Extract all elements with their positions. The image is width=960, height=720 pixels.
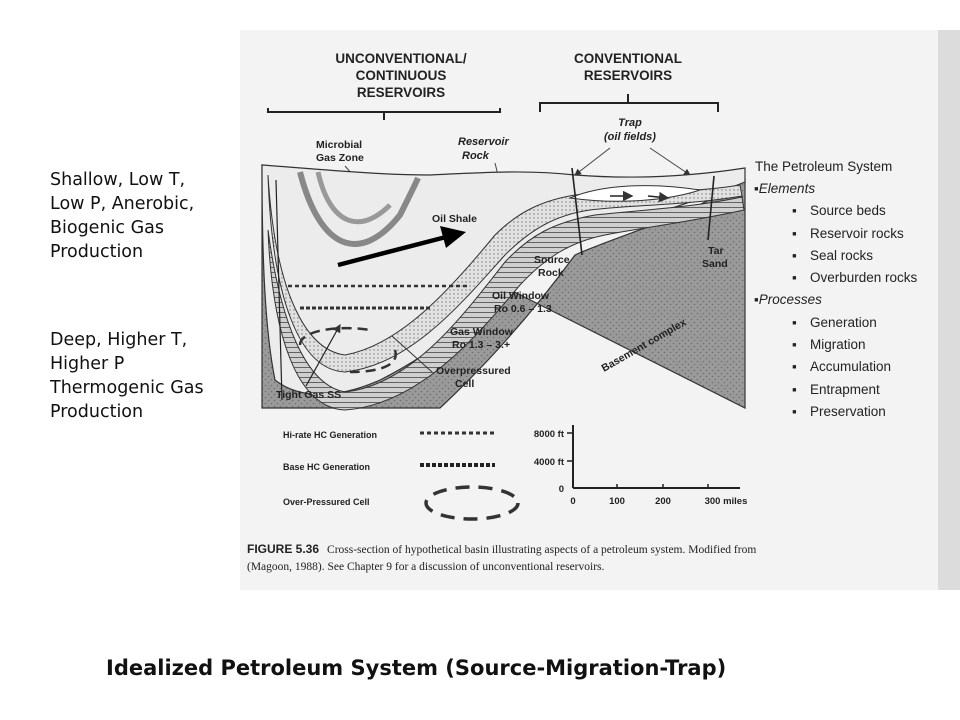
- trap-arrow: [649, 147, 691, 176]
- overpressured-cell-outline: [298, 326, 397, 374]
- depth-tick: 4000 ft: [534, 457, 565, 468]
- overpressured-pointer: [391, 335, 433, 373]
- legend-label: Hi-rate HC Generation: [283, 430, 377, 440]
- list-item: Overburden rocks: [810, 270, 918, 285]
- list-bullet-icon: ▪: [792, 359, 797, 374]
- gas-window-label: Gas Window: [450, 326, 514, 338]
- note-line: Biogenic Gas: [50, 218, 164, 238]
- reservoir-rock-label: Rock: [462, 150, 490, 162]
- trap-label: (oil fields): [604, 131, 656, 143]
- note-line: Thermogenic Gas: [50, 378, 204, 398]
- tar-sand-label: Sand: [702, 258, 728, 270]
- list-bullet-icon: ▪: [792, 315, 797, 330]
- overpressured-label: Overpressured: [436, 365, 511, 377]
- tight-gas-arrow: [305, 323, 341, 387]
- page-caption: Idealized Petroleum System (Source-Migra…: [106, 656, 727, 680]
- heading-line: UNCONVENTIONAL/: [335, 51, 466, 66]
- list-bullet-icon: ▪: [792, 203, 797, 218]
- heading-line: CONVENTIONAL: [574, 51, 682, 66]
- heading-line: RESERVOIRS: [357, 85, 445, 100]
- tight-gas-label: Tight Gas SS: [276, 389, 341, 401]
- tar-sand-label: Tar: [708, 245, 724, 257]
- list-item: Reservoir rocks: [810, 226, 904, 241]
- distance-tick: 300 miles: [705, 496, 748, 507]
- oil-shale-pointer-arrow: [337, 226, 466, 268]
- fault-line: [275, 179, 283, 401]
- reservoir-band: [267, 174, 743, 373]
- depth-tick: 8000 ft: [534, 429, 565, 440]
- list-item: Generation: [810, 315, 877, 330]
- list-item: Source beds: [810, 203, 886, 218]
- list-bullet-icon: ▪: [792, 337, 797, 352]
- gas-window-label: Ro 1.3 – 3.+: [452, 339, 510, 351]
- legend-label: Over-Pressured Cell: [283, 497, 370, 507]
- list-bullet-icon: ▪: [792, 382, 797, 397]
- processes-heading: ▪Processes: [754, 292, 822, 307]
- fault-line: [707, 175, 715, 241]
- note-line: Production: [50, 242, 144, 262]
- source-rock-band: [267, 196, 745, 411]
- source-rock-label: Source: [534, 254, 570, 266]
- list-item: Migration: [810, 337, 866, 352]
- petroleum-system-title: The Petroleum System: [755, 159, 892, 174]
- fault-line: [571, 167, 583, 256]
- microbial-label: Microbial: [316, 139, 362, 151]
- processes-list: ▪ Generation ▪ Migration ▪ Accumulation ▪ En…: [792, 315, 891, 419]
- legend-swatch-overpressured: [424, 485, 520, 521]
- overpressured-label: Cell: [455, 378, 474, 390]
- unconventional-bracket: [267, 108, 501, 120]
- basin-cross-section: [261, 164, 746, 411]
- oil-shale-label: Oil Shale: [432, 213, 477, 225]
- trap-label: Trap: [618, 117, 642, 129]
- scan-edge: [938, 30, 960, 590]
- list-bullet-icon: ▪: [792, 404, 797, 419]
- elements-heading: ▪Elements: [754, 181, 815, 196]
- elements-list: ▪ Source beds ▪ Reservoir rocks ▪ Seal rock…: [792, 203, 918, 285]
- oil-window-label: Oil Window: [492, 290, 550, 302]
- deep-zone-note: Deep, Higher T, Higher P Thermogenic Gas…: [50, 328, 204, 424]
- list-item: Accumulation: [810, 359, 891, 374]
- distance-tick: 0: [570, 496, 575, 507]
- petroleum-system-list: The Petroleum System ▪Elements ▪ Source b…: [754, 159, 918, 419]
- legend-label: Base HC Generation: [283, 462, 370, 472]
- note-line: Deep, Higher T,: [50, 330, 188, 350]
- figure-legend: Hi-rate HC Generation Base HC Generation…: [283, 430, 520, 521]
- trap-arrow: [574, 147, 611, 176]
- microbial-zone-arc: [297, 171, 421, 247]
- microbial-zone-arc: [315, 171, 392, 225]
- note-line: Production: [50, 402, 144, 422]
- list-item: Seal rocks: [810, 248, 873, 263]
- distance-tick: 100: [609, 496, 625, 507]
- heading-line: CONTINUOUS: [356, 68, 447, 83]
- depth-tick: 0: [559, 484, 564, 495]
- conventional-heading: CONVENTIONAL RESERVOIRS: [574, 51, 682, 83]
- list-item: Preservation: [810, 404, 886, 419]
- note-line: Shallow, Low T,: [50, 170, 186, 190]
- figure-caption-line: (Magoon, 1988). See Chapter 9 for a disc…: [247, 561, 605, 573]
- unconventional-heading: UNCONVENTIONAL/ CONTINUOUS RESERVOIRS: [335, 51, 466, 100]
- scale-axes: 8000 ft 4000 ft 0 0 100 200 300 miles: [534, 425, 748, 507]
- list-bullet-icon: ▪: [792, 226, 797, 241]
- note-line: Low P, Anerobic,: [50, 194, 195, 214]
- list-bullet-icon: ▪: [792, 248, 797, 263]
- reservoir-rock-label: Reservoir: [458, 136, 509, 148]
- list-item: Entrapment: [810, 382, 880, 397]
- microbial-label: Gas Zone: [316, 152, 364, 164]
- note-line: Higher P: [50, 354, 125, 374]
- shallow-zone-note: Shallow, Low T, Low P, Anerobic, Biogeni…: [50, 168, 194, 264]
- source-rock-label: Rock: [538, 267, 564, 279]
- conventional-bracket: [539, 94, 719, 112]
- distance-tick: 200: [655, 496, 671, 507]
- heading-line: RESERVOIRS: [584, 68, 672, 83]
- list-bullet-icon: ▪: [792, 270, 797, 285]
- oil-window-label: Ro 0.6 – 1.3: [494, 303, 552, 315]
- migration-arrow: [647, 191, 670, 203]
